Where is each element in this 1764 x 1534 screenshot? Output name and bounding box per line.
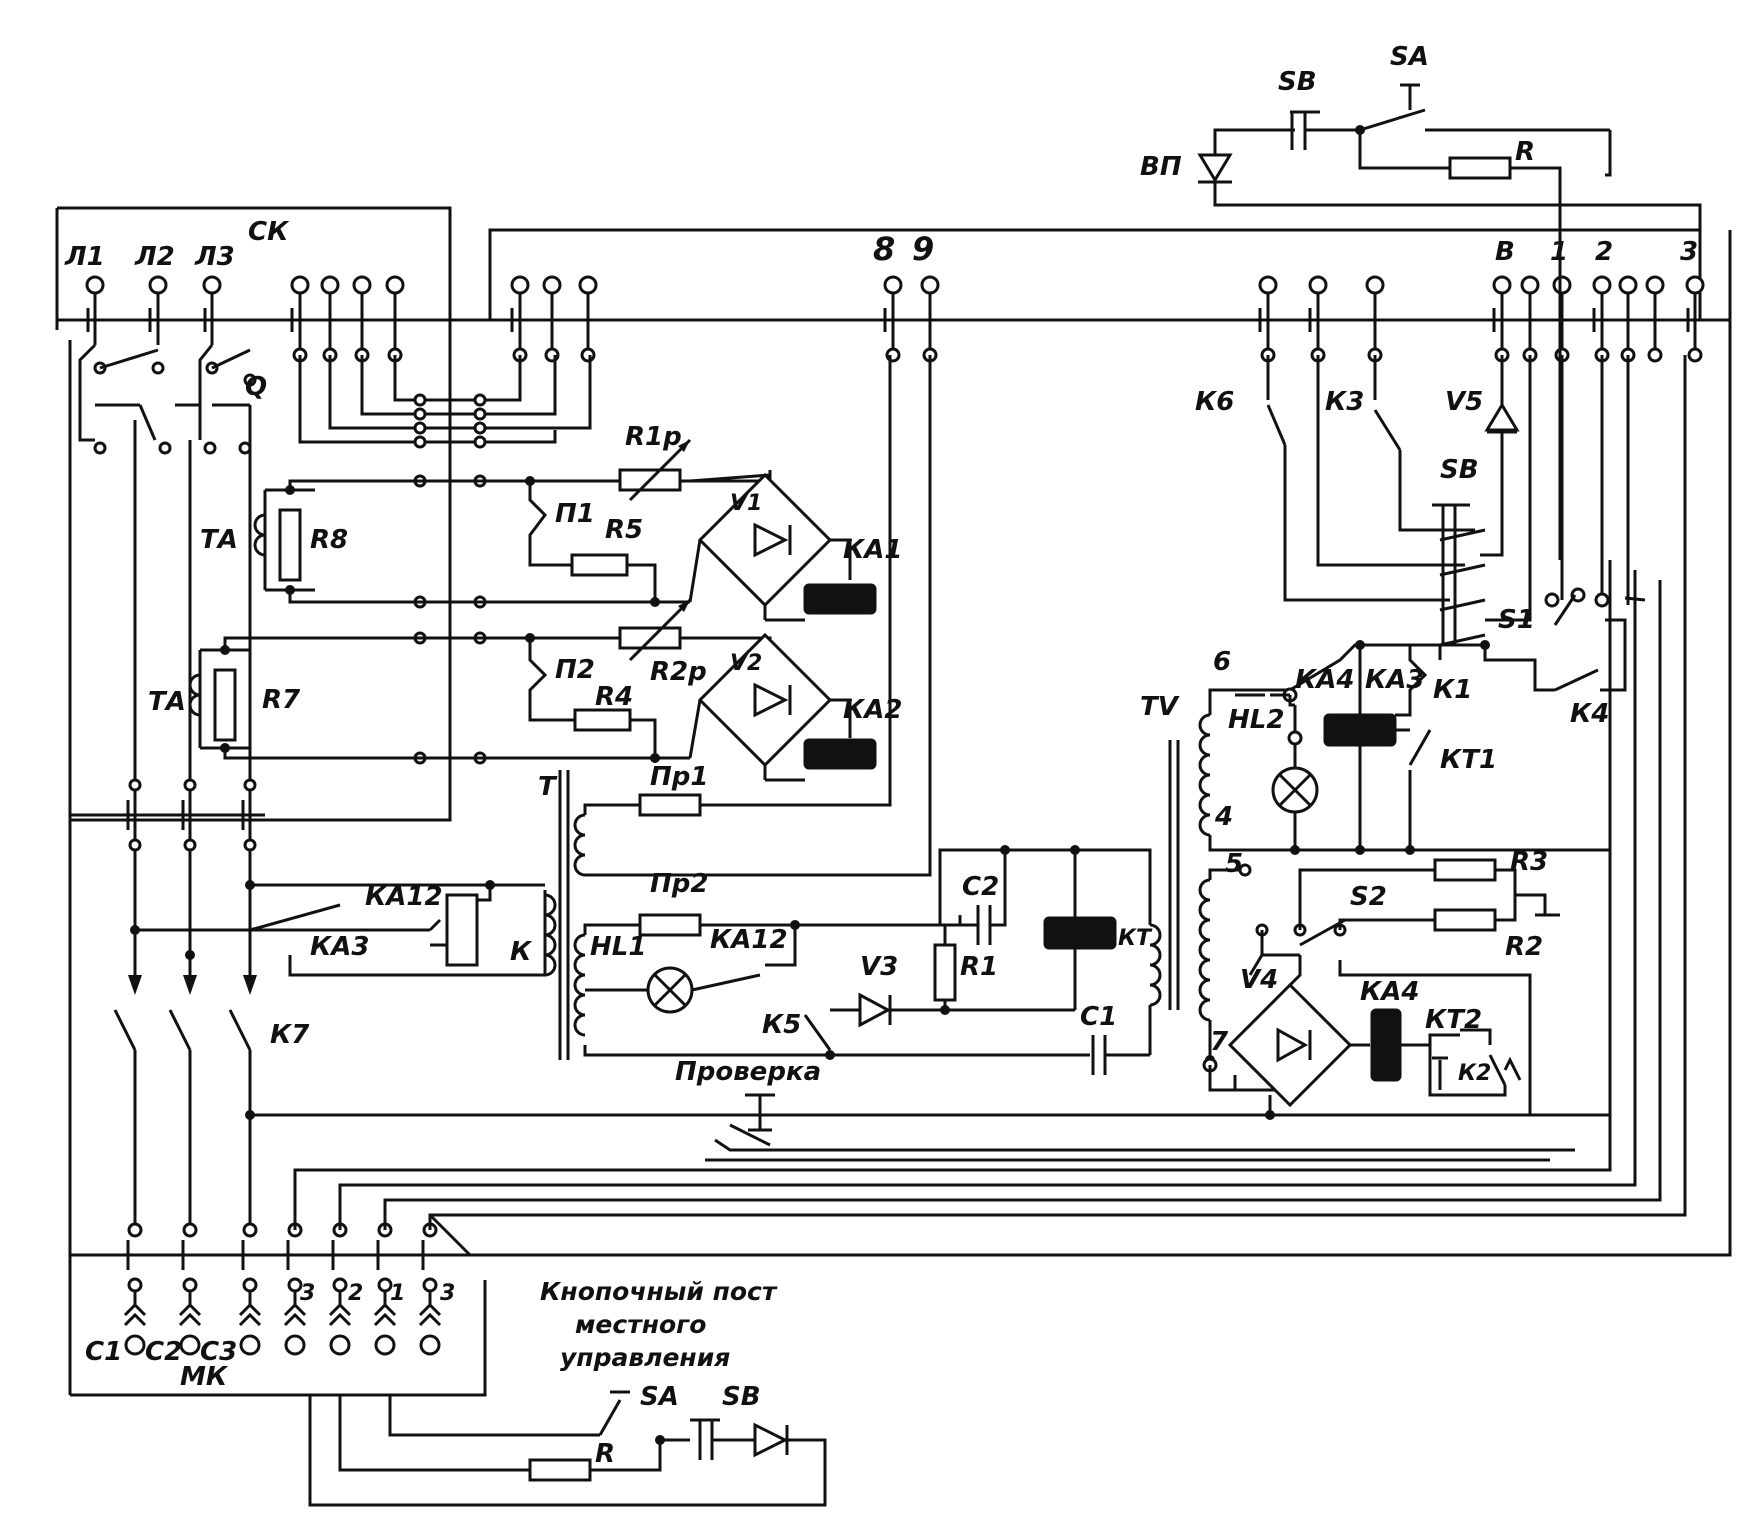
label-p2: П2 [555, 655, 595, 685]
labels: Л1 Л2 Л3 СК Q ТА R8 ТА R7 R1р П1 R5 V1 К… [64, 42, 1698, 1469]
label-ka1: КА1 [843, 535, 902, 565]
top-terminal-strip [57, 275, 1730, 363]
label-r2p: R2р [650, 657, 707, 687]
label-q: Q [245, 372, 267, 402]
label-c3-mk: С3 [200, 1337, 237, 1367]
upper-current-channel [253, 438, 877, 622]
label-sa-bottom: SA [640, 1382, 679, 1412]
label-proverka: Проверка [675, 1057, 821, 1087]
label-mk: МК [180, 1362, 229, 1392]
label-v5: V5 [1445, 387, 1483, 417]
label-ta-bottom: ТА [148, 687, 186, 717]
post-caption-line-1: Кнопочный пост [540, 1277, 778, 1306]
label-n7: 7 [1210, 1027, 1229, 1057]
label-k5: К5 [762, 1010, 801, 1040]
label-ka12-top: КА12 [365, 882, 443, 912]
label-sk: СК [248, 217, 290, 247]
tv-transformer [1168, 640, 1612, 1160]
main-phase-leads [70, 405, 720, 1230]
label-p1: П1 [555, 499, 595, 529]
label-l2: Л2 [134, 242, 175, 272]
label-plug-3a: 3 [300, 1281, 315, 1306]
label-r1p: R1р [625, 422, 682, 452]
label-sa-top: SA [1390, 42, 1429, 72]
label-hl2: HL2 [1228, 705, 1284, 735]
label-ka3-right: КА3 [1365, 665, 1424, 695]
label-tv: TV [1140, 692, 1180, 722]
post-caption-line-2: местного [575, 1310, 706, 1339]
label-plug-3b: 3 [440, 1281, 455, 1306]
label-k6: К6 [1195, 387, 1234, 417]
label-r1: R1 [960, 952, 998, 982]
label-ta-top: ТА [200, 525, 238, 555]
label-pr1: Пр1 [650, 762, 708, 792]
label-ka3-left: КА3 [310, 932, 369, 962]
label-v3: V3 [860, 952, 898, 982]
label-term-3: 3 [1680, 237, 1698, 267]
label-r-bottom: R [595, 1439, 615, 1469]
label-kt: КТ [1118, 926, 1153, 951]
label-l1: Л1 [64, 242, 105, 272]
label-ka12-bottom: КА12 [710, 925, 788, 955]
label-r5: R5 [605, 515, 643, 545]
label-ka4-top: КА4 [1295, 665, 1354, 695]
label-plug-2: 2 [348, 1281, 363, 1306]
ka12-relay-area [249, 880, 557, 977]
label-n6: 6 [1213, 647, 1231, 677]
label-k2: К2 [1458, 1061, 1491, 1086]
label-kt2: КТ2 [1425, 1005, 1482, 1035]
transformer-t [558, 355, 932, 1060]
label-plug-1: 1 [390, 1281, 405, 1306]
label-r-top: R [1515, 137, 1535, 167]
post-caption-line-3: управления [560, 1343, 730, 1372]
label-c1-mk: С1 [85, 1337, 122, 1367]
label-c1: С1 [1080, 1002, 1117, 1032]
remote-control-post [1197, 83, 1702, 560]
label-term-9: 9 [912, 230, 934, 268]
label-r8: R8 [310, 525, 348, 555]
label-n5: 5 [1225, 849, 1243, 879]
label-term-2: 2 [1595, 237, 1613, 267]
label-sb-top: SB [1278, 67, 1317, 97]
kt-timer-circuit [795, 845, 1162, 1075]
label-k7: К7 [270, 1020, 310, 1050]
label-kt1: КТ1 [1440, 745, 1497, 775]
label-r4: R4 [595, 682, 633, 712]
label-k3: К3 [1325, 387, 1364, 417]
label-t: Т [538, 772, 558, 802]
label-k1: К1 [1433, 675, 1472, 705]
right-control-contacts [1266, 355, 1646, 692]
label-term-1: 1 [1550, 237, 1568, 267]
label-r3: R3 [1510, 847, 1548, 877]
label-sb-mid: SB [1440, 455, 1479, 485]
label-c2: С2 [962, 872, 999, 902]
label-hl1: HL1 [590, 932, 646, 962]
label-term-v: В [1495, 237, 1515, 267]
label-k4: К4 [1570, 699, 1609, 729]
label-r7: R7 [262, 685, 301, 715]
crossover-matrix [298, 355, 592, 765]
label-n4: 4 [1214, 802, 1233, 832]
label-ka2: КА2 [843, 695, 902, 725]
label-c2-mk: С2 [145, 1337, 182, 1367]
label-s1: S1 [1498, 605, 1535, 635]
label-l3: Л3 [194, 242, 235, 272]
label-sb-bottom: SB [722, 1382, 761, 1412]
label-v2: V2 [730, 651, 762, 676]
label-s2: S2 [1350, 882, 1387, 912]
local-control-post [300, 1390, 827, 1507]
label-term-8: 8 [873, 230, 895, 268]
label-r2: R2 [1505, 932, 1543, 962]
label-v4: V4 [1240, 965, 1278, 995]
label-ka4-bottom: КА4 [1360, 977, 1419, 1007]
label-v1: V1 [730, 491, 762, 516]
switch-q [78, 343, 257, 455]
lower-current-channel [188, 598, 877, 782]
label-pr2: Пр2 [650, 869, 708, 899]
label-k: К [510, 937, 533, 967]
label-vp: ВП [1140, 152, 1182, 182]
proverka-button [705, 1093, 1610, 1162]
enclosure-frame [55, 206, 1702, 1397]
